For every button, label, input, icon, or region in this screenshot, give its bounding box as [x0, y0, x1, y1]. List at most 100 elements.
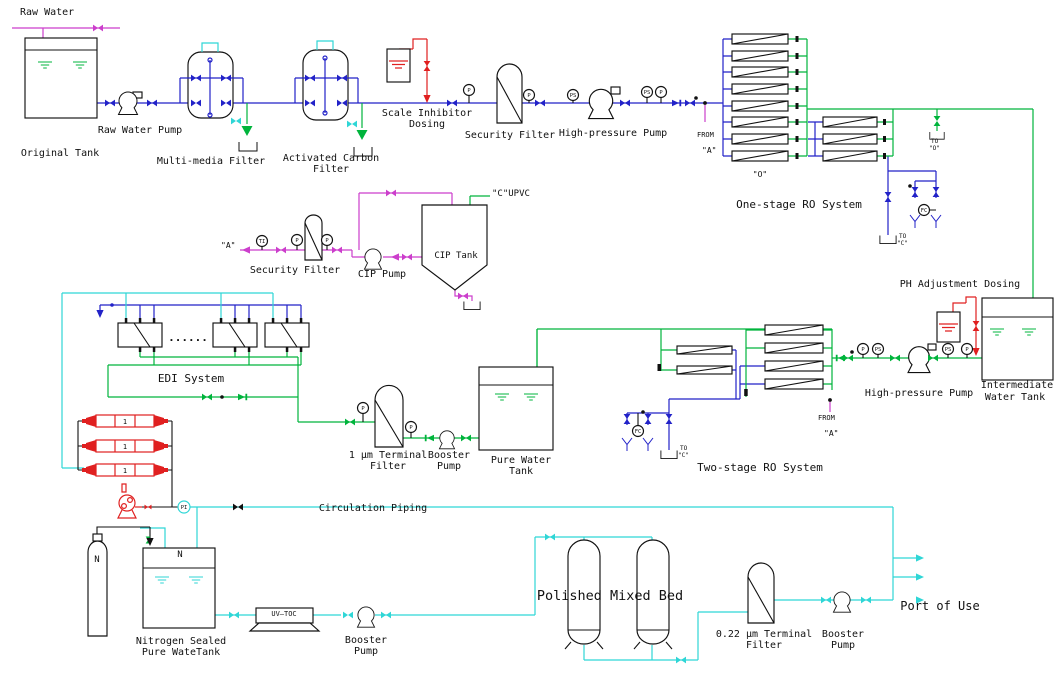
label-pure-water-b: Tank — [508, 466, 534, 477]
gauge-label: P — [325, 238, 329, 244]
intermediate-water-tank — [981, 297, 1054, 381]
uf-module-number: 1 — [123, 418, 127, 426]
label-booster-1b: Pump — [436, 461, 462, 472]
label-to-o-1: TO — [931, 138, 939, 145]
cip-pump-symbol — [364, 248, 382, 270]
instrument-gauges — [177, 83, 974, 514]
label-edi-system: EDI System — [157, 372, 225, 385]
edi-port-ticks — [124, 318, 303, 352]
gauge-label: P — [965, 347, 969, 353]
ro1-membrane-bank-2 — [822, 116, 878, 162]
cip-security-filter-vessel — [304, 214, 323, 261]
uv-toc-unit — [248, 607, 321, 632]
ro1-concentrate — [887, 156, 937, 235]
terminal-filter-022-vessel — [747, 562, 775, 624]
ro1-product-header — [788, 38, 1034, 298]
gauge-label: P — [861, 347, 865, 353]
label-to-c-1a: TO — [899, 233, 907, 240]
booster-pump-3-symbol — [833, 591, 851, 613]
label-one-stage-ro: One-stage RO System — [736, 198, 862, 211]
mixed-bed-vessel-2 — [633, 539, 673, 650]
booster-pump-2-symbol — [357, 606, 375, 628]
label-high-pressure-pump-2: High-pressure Pump — [864, 388, 974, 399]
scale-inhibitor-tank — [386, 48, 411, 83]
gauge-label: FC — [921, 208, 928, 214]
ro2-interstage — [669, 349, 765, 400]
label-terminal-022a: 0.22 μm Terminal — [715, 629, 813, 640]
label-booster-2a: Booster — [344, 635, 388, 646]
terminal-filter-1um-vessel — [374, 384, 404, 448]
gauge-label: PS — [644, 90, 651, 96]
label-activated-carbon-1: Activated Carbon — [282, 153, 380, 164]
label-from-1: FROM — [697, 131, 714, 139]
label-booster-3b: Pump — [830, 640, 856, 651]
raw-water-pump-symbol — [118, 91, 143, 115]
label-scale-inhibitor-2: Dosing — [408, 119, 446, 130]
gauge-label: TI — [259, 239, 266, 245]
circulation-line — [140, 506, 893, 548]
circulation-pump — [117, 483, 137, 519]
label-booster-2b: Pump — [353, 646, 379, 657]
label-to-c-1b: "C" — [897, 240, 908, 247]
pure-water-tank — [478, 366, 554, 451]
gauge-label: FC — [635, 429, 642, 435]
security-filter-1-vessel — [496, 63, 523, 124]
label-terminal-1um-a: 1 μm Terminal — [348, 450, 428, 461]
label-security-filter-2: Security Filter — [249, 265, 341, 276]
ph-dosing-tank — [936, 311, 961, 343]
label-cip-tank: CIP Tank — [434, 251, 478, 261]
svg-text-layer: P P PS PS P TI P P P P P PS PS P FC FC P… — [123, 88, 969, 511]
membrane-port-ticks — [657, 36, 886, 396]
nitrogen-cylinder — [87, 533, 108, 637]
label-intermediate-a: Intermediate — [980, 380, 1054, 391]
label-scale-inhibitor-1: Scale Inhibitor — [381, 108, 473, 119]
label-activated-carbon-2: Filter — [312, 164, 350, 175]
high-pressure-pump-2-symbol — [907, 343, 937, 374]
label-pure-water-a: Pure Water — [490, 455, 552, 466]
label-uv-toc: UV—TOC — [271, 610, 297, 618]
mixed-bed-vessel-1 — [564, 539, 604, 650]
gauge-label: P — [659, 90, 663, 96]
label-intermediate-b: Water Tank — [984, 392, 1046, 403]
gauge-label: P — [361, 406, 365, 412]
cip-tank-vessel — [421, 204, 488, 291]
label-ph-dosing: PH Adjustment Dosing — [899, 279, 1021, 290]
label-security-filter-1: Security Filter — [464, 130, 556, 141]
label-n-cylinder: N — [94, 555, 100, 565]
nitrogen-sealed-tank — [142, 547, 216, 629]
label-c-upvc: "C"UPVC — [492, 189, 530, 199]
label-to-o-2: "O" — [929, 145, 940, 152]
label-cip-pump: CIP Pump — [357, 269, 407, 280]
label-booster-1a: Booster — [427, 450, 471, 461]
edi-feed-header — [99, 304, 302, 318]
label-cip-a: "A" — [221, 241, 236, 250]
label-from-a-2: "A" — [824, 429, 839, 438]
ro1-membrane-bank — [731, 33, 789, 162]
label-port-of-use: Port of Use — [900, 599, 980, 613]
booster-pump-1-symbol — [438, 430, 456, 450]
label-high-pressure-pump-1: High-pressure Pump — [558, 128, 668, 139]
edi-ellipsis: ...... — [168, 331, 208, 344]
label-nitrogen-a: Nitrogen Sealed — [135, 636, 227, 647]
original-tank — [24, 37, 98, 119]
label-terminal-1um-b: Filter — [369, 461, 407, 472]
gauge-label: PS — [875, 347, 882, 353]
high-pressure-pump-1-symbol — [588, 86, 621, 120]
label-raw-water: Raw Water — [20, 7, 75, 18]
label-mixed-bed: Polished Mixed Bed — [536, 588, 684, 604]
label-from-a-1: "A" — [702, 146, 717, 155]
label-from-2: FROM — [818, 414, 835, 422]
uf-module-stack — [82, 414, 168, 477]
equipment-layer — [24, 33, 1054, 650]
label-o-bank: "O" — [752, 170, 768, 179]
uf-module-number: 1 — [123, 467, 127, 475]
label-to-c-2a: TO — [680, 445, 688, 452]
edi-product-piping — [107, 352, 375, 423]
gauge-label: P — [409, 425, 413, 431]
label-booster-3a: Booster — [821, 629, 865, 640]
ro2-membrane-bank-1 — [764, 324, 824, 390]
gauge-label: P — [467, 88, 471, 94]
gauge-label: P — [527, 93, 531, 99]
